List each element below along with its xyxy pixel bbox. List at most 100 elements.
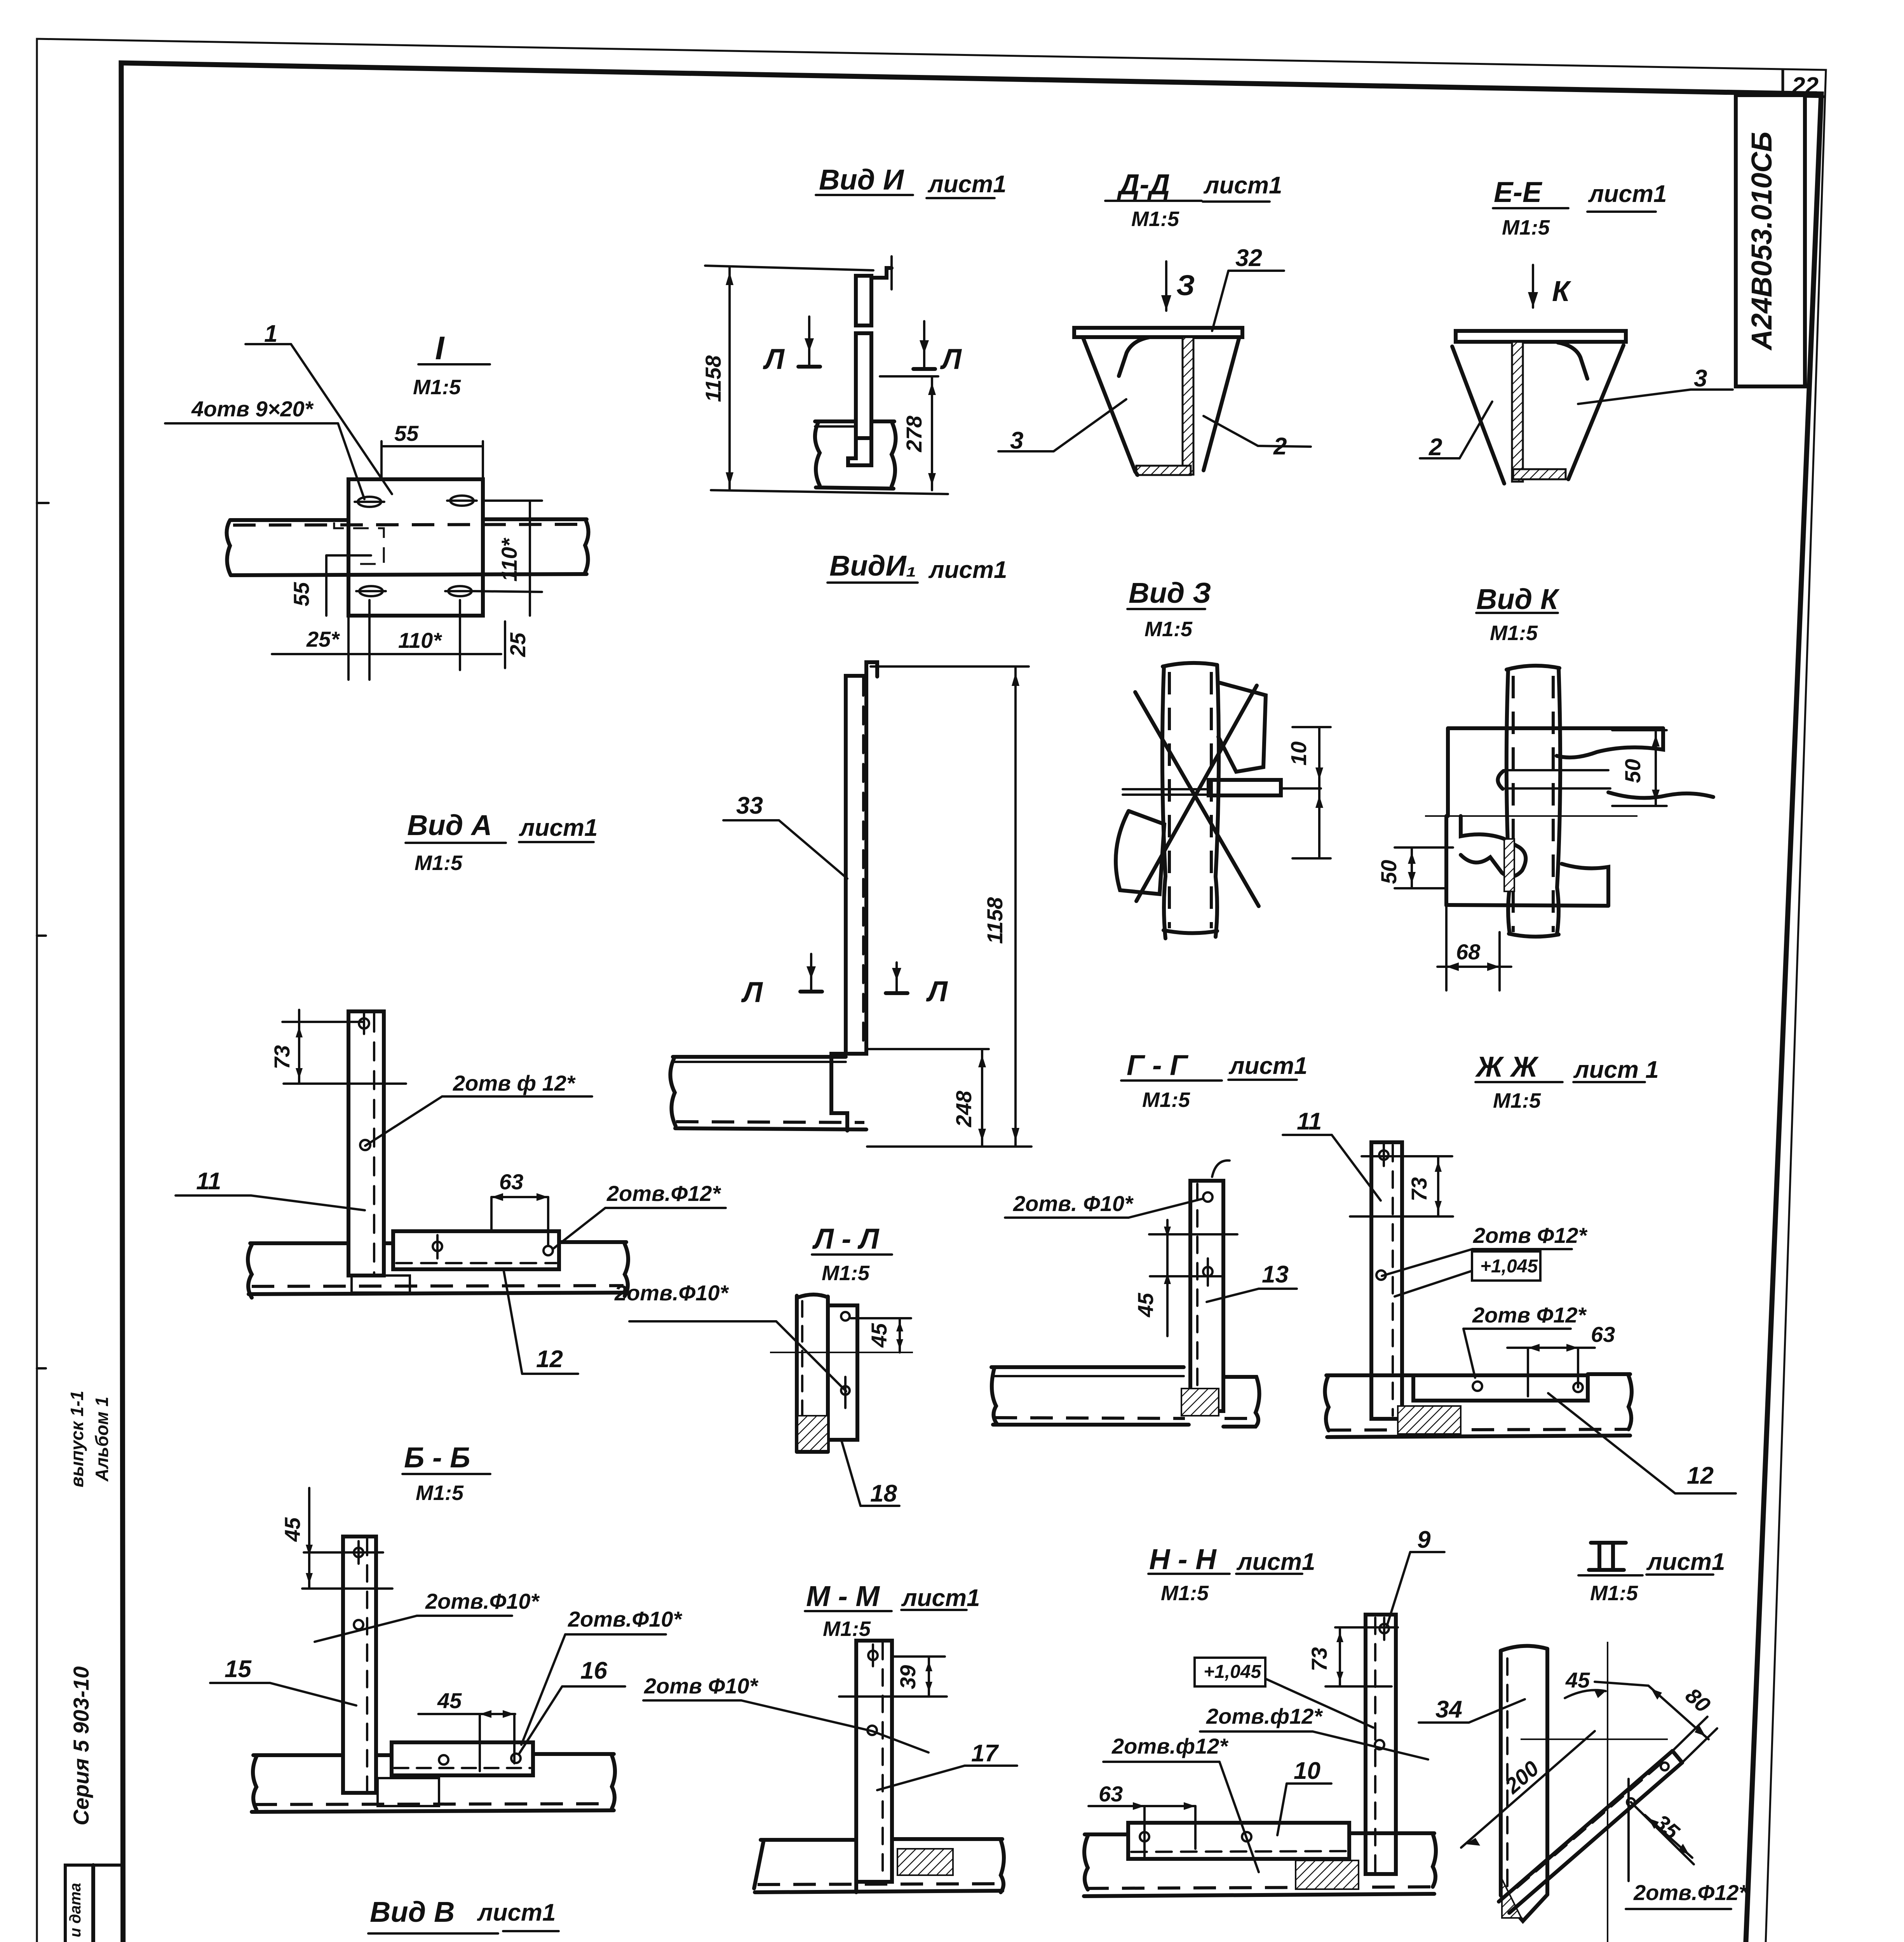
- svg-text:10: 10: [1294, 1758, 1320, 1784]
- svg-text:45: 45: [867, 1323, 891, 1348]
- svg-text:подп. и дата: подп. и дата: [67, 1883, 84, 1942]
- svg-text:55: 55: [394, 421, 419, 445]
- svg-text:М1:5: М1:5: [413, 376, 461, 399]
- svg-text:Вид З: Вид З: [1129, 577, 1211, 609]
- svg-text:2отв Ф12*: 2отв Ф12*: [1473, 1223, 1588, 1248]
- svg-text:68: 68: [1456, 940, 1481, 964]
- svg-text:лист1: лист1: [1236, 1549, 1315, 1575]
- svg-text:Серия 5 903-10: Серия 5 903-10: [69, 1666, 93, 1825]
- svg-text:лист1: лист1: [519, 814, 598, 841]
- svg-text:2отв.Ф10*: 2отв.Ф10*: [425, 1589, 540, 1613]
- svg-text:73: 73: [1307, 1647, 1331, 1671]
- svg-text:15: 15: [225, 1656, 252, 1683]
- svg-text:Е-Е: Е-Е: [1494, 176, 1543, 208]
- svg-text:45: 45: [280, 1517, 305, 1542]
- svg-text:278: 278: [902, 415, 926, 452]
- svg-text:13: 13: [1262, 1261, 1289, 1288]
- svg-text:2отв.ф12*: 2отв.ф12*: [1111, 1734, 1228, 1758]
- svg-text:М1:5: М1:5: [415, 851, 463, 875]
- svg-text:1158: 1158: [982, 897, 1007, 944]
- svg-text:50: 50: [1376, 860, 1401, 884]
- svg-text:М1:5: М1:5: [1590, 1582, 1638, 1605]
- svg-text:9: 9: [1417, 1526, 1431, 1553]
- svg-text:33: 33: [736, 792, 763, 819]
- svg-text:+1,045: +1,045: [1204, 1662, 1261, 1682]
- svg-text:25: 25: [505, 632, 530, 657]
- svg-text:63: 63: [1099, 1782, 1123, 1806]
- svg-text:2отв Ф10*: 2отв Ф10*: [644, 1674, 759, 1698]
- svg-text:2отв.ф12*: 2отв.ф12*: [1206, 1704, 1323, 1728]
- svg-text:Л: Л: [926, 975, 948, 1008]
- svg-text:Л - Л: Л - Л: [812, 1223, 880, 1255]
- svg-text:3: 3: [1010, 427, 1023, 454]
- svg-text:2: 2: [1428, 434, 1442, 461]
- svg-text:11: 11: [1297, 1108, 1322, 1135]
- svg-text:лист1: лист1: [477, 1899, 556, 1926]
- svg-text:лист1: лист1: [901, 1585, 980, 1611]
- svg-text:лист1: лист1: [1646, 1549, 1725, 1575]
- svg-text:Д-Д: Д-Д: [1117, 168, 1170, 200]
- svg-text:лист1: лист1: [1228, 1053, 1308, 1079]
- svg-text:Л: Л: [763, 343, 785, 375]
- svg-text:50: 50: [1620, 759, 1645, 783]
- svg-text:2отв Ф12*: 2отв Ф12*: [1472, 1303, 1587, 1327]
- svg-text:63: 63: [1591, 1322, 1615, 1347]
- svg-text:39: 39: [895, 1665, 920, 1689]
- svg-text:А24В053.010СБ: А24В053.010СБ: [1745, 132, 1778, 351]
- svg-text:+1,045: +1,045: [1480, 1256, 1538, 1277]
- svg-text:2отв.Ф12*: 2отв.Ф12*: [1633, 1880, 1748, 1905]
- svg-text:12: 12: [1687, 1462, 1714, 1489]
- svg-text:73: 73: [270, 1045, 294, 1069]
- svg-text:17: 17: [971, 1740, 999, 1767]
- svg-text:2отв. Ф10*: 2отв. Ф10*: [1013, 1191, 1134, 1216]
- svg-text:Вид И: Вид И: [819, 164, 904, 196]
- svg-text:М1:5: М1:5: [1493, 1089, 1541, 1112]
- svg-text:55: 55: [289, 582, 314, 606]
- svg-text:Г - Г: Г - Г: [1127, 1049, 1189, 1081]
- svg-text:Л: Л: [940, 343, 962, 375]
- svg-text:45: 45: [437, 1688, 462, 1713]
- svg-text:ВидИ₁: ВидИ₁: [829, 550, 916, 582]
- svg-text:М1:5: М1:5: [1161, 1582, 1209, 1605]
- svg-text:М1:5: М1:5: [1490, 621, 1538, 645]
- svg-text:10: 10: [1286, 741, 1311, 766]
- svg-text:М1:5: М1:5: [823, 1617, 871, 1641]
- svg-text:Вид К: Вид К: [1476, 583, 1560, 615]
- svg-text:М1:5: М1:5: [1502, 216, 1550, 239]
- svg-text:лист1: лист1: [928, 557, 1007, 583]
- svg-text:выпуск 1-1: выпуск 1-1: [67, 1391, 87, 1488]
- svg-text:2отв.Ф10*: 2отв.Ф10*: [568, 1607, 683, 1631]
- svg-text:Ж Ж: Ж Ж: [1475, 1051, 1539, 1083]
- svg-text:Альбом 1: Альбом 1: [92, 1397, 112, 1482]
- svg-text:М - М: М - М: [806, 1580, 880, 1612]
- svg-text:248: 248: [951, 1090, 976, 1127]
- svg-text:2отв.Ф12*: 2отв.Ф12*: [606, 1181, 721, 1206]
- svg-text:Н - Н: Н - Н: [1149, 1543, 1217, 1575]
- svg-text:110*: 110*: [398, 628, 442, 653]
- svg-text:Л: Л: [741, 976, 763, 1008]
- svg-text:Вид А: Вид А: [407, 809, 492, 841]
- svg-text:М1:5: М1:5: [416, 1481, 464, 1505]
- svg-text:М1:5: М1:5: [822, 1262, 870, 1285]
- svg-text:М1:5: М1:5: [1142, 1088, 1190, 1112]
- svg-text:М1:5: М1:5: [412, 1940, 460, 1942]
- svg-text:32: 32: [1235, 245, 1262, 271]
- svg-text:45: 45: [1565, 1668, 1590, 1692]
- svg-text:1158: 1158: [701, 355, 725, 402]
- svg-text:45: 45: [1133, 1293, 1158, 1317]
- svg-text:I: I: [435, 330, 445, 366]
- svg-text:18: 18: [870, 1480, 897, 1507]
- svg-text:3: 3: [1694, 365, 1707, 392]
- svg-text:25*: 25*: [306, 627, 340, 651]
- svg-text:М1:5: М1:5: [1131, 207, 1179, 231]
- svg-text:лист 1: лист 1: [1573, 1056, 1659, 1083]
- svg-text:34: 34: [1435, 1696, 1462, 1723]
- svg-text:лист1: лист1: [1588, 181, 1667, 207]
- svg-text:2отв.Ф10*: 2отв.Ф10*: [614, 1281, 729, 1305]
- svg-text:1: 1: [264, 320, 277, 347]
- svg-text:К: К: [1552, 275, 1571, 307]
- svg-text:4отв 9×20*: 4отв 9×20*: [191, 397, 314, 421]
- svg-text:Б - Б: Б - Б: [404, 1441, 470, 1474]
- svg-text:11: 11: [196, 1168, 221, 1195]
- svg-text:Вид В: Вид В: [370, 1896, 455, 1928]
